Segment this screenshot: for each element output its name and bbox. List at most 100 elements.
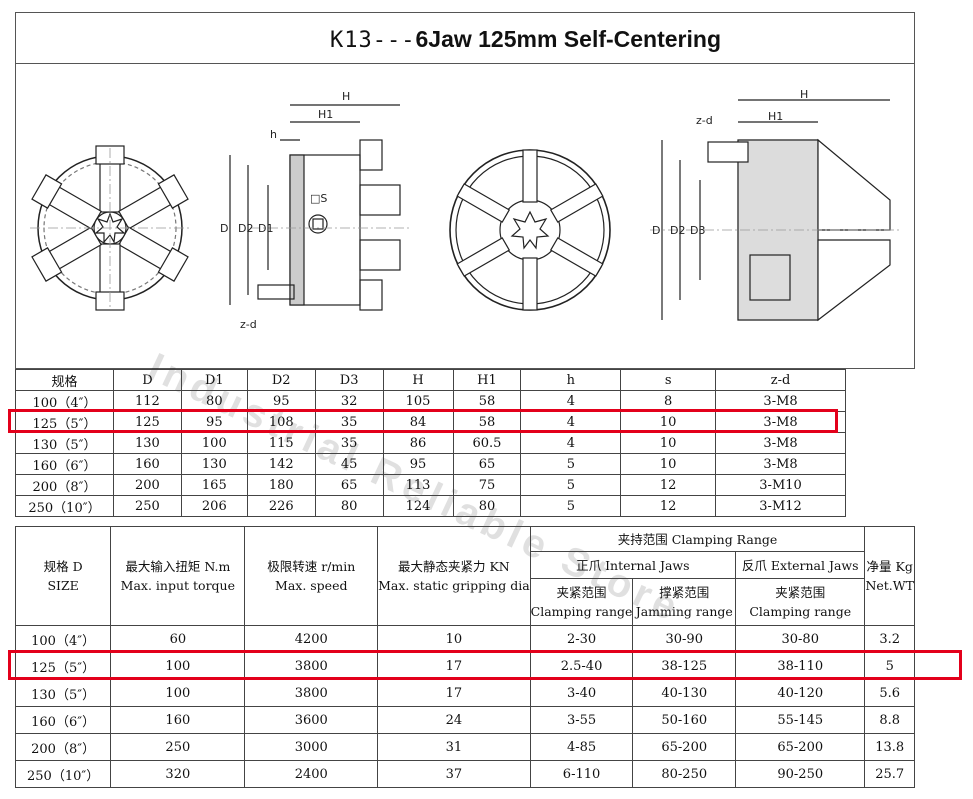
header-H: H [382,369,454,391]
header-clamp-external-en: Clamping range [749,604,852,619]
cell: 31 [377,733,531,761]
page-title: K13---6Jaw 125mm Self-Centering [330,26,721,53]
label-H: H [342,90,350,103]
cell: 13.8 [864,733,915,761]
cell: 3.2 [864,625,915,653]
cell: 5 [520,453,622,475]
cell: 200 [112,474,182,496]
cell: 180 [246,474,316,496]
cell: 3800 [244,679,379,707]
cell: 125（5″） [14,652,112,680]
chuck-front-view-2 [449,149,611,311]
header-size-en: SIZE [47,578,79,593]
chuck-front-view [30,145,190,311]
header-weight-cn: 净量 Kg [866,559,913,574]
cell: 30-80 [735,625,866,653]
model-code: K13--- [330,28,416,53]
cell: 12 [620,495,717,517]
cell: 65 [452,453,522,475]
header-s: s [620,369,717,391]
cell: 5 [520,495,622,517]
header-torque-cn: 最大输入扭矩 N.m [125,559,231,574]
header-speed-en: Max. speed [275,578,348,593]
cell: 25.7 [864,760,915,788]
cell: 160 [110,706,246,734]
cell: 86 [382,432,454,454]
cell: 3-M12 [715,495,846,517]
cell: 38-125 [632,652,737,680]
header-size-cn: 规格 D [43,559,83,574]
cell: 95 [246,390,316,412]
cell: 35 [314,432,384,454]
header-D3: D3 [314,369,384,391]
cell: 2400 [244,760,379,788]
header-D1: D1 [180,369,248,391]
header-clamp-internal-cn: 夹紧范围 [556,585,607,600]
header-D2: D2 [246,369,316,391]
header-grip-en: Max. static gripping dia [378,578,530,593]
header-speed-cn: 极限转速 r/min [267,559,356,574]
cell: 38-110 [735,652,866,680]
cell: 130 [180,453,248,475]
header-h: h [520,369,622,391]
header-weight-en: Net.WT [865,578,914,593]
header-external-jaws: 反爪 External Jaws [735,551,866,579]
cell: 60 [110,625,246,653]
cell: 3600 [244,706,379,734]
cell: 250 [110,733,246,761]
cell: 100（4″） [15,390,114,412]
cell: 80-250 [632,760,737,788]
cell: 32 [314,390,384,412]
cell: 3000 [244,733,379,761]
cell: 65-200 [735,733,866,761]
label-zd: z-d [240,318,257,331]
dimension-header-row: 规格 D D1 D2 D3 H H1 h s z-d [15,369,846,391]
label-D-section: D [652,224,660,237]
label-H1-section: H1 [768,110,783,123]
cell: 17 [377,679,531,707]
cell: 10 [377,625,531,653]
cell: 90-250 [735,760,866,788]
label-zd-section: z-d [696,114,713,127]
header-clamp-internal-en: Clamping range [530,604,633,619]
header-weight: 净量 Kg Net.WT [864,526,915,626]
cell: 65-200 [632,733,737,761]
cell: 200（8″） [14,733,112,761]
cell: 100（4″） [14,625,112,653]
cell: 100 [180,432,248,454]
cell: 124 [382,495,454,517]
cell: 160（6″） [15,453,114,475]
cell: 3-M10 [715,474,846,496]
cell: 3-40 [529,679,634,707]
cell: 3800 [244,652,379,680]
cell: 3-M8 [715,432,846,454]
cell: 10 [620,453,717,475]
cell: 80 [314,495,384,517]
header-jam-cn: 撑紧范围 [659,585,710,600]
title-divider [15,63,915,64]
header-zd: z-d [715,369,846,391]
cell: 40-120 [735,679,866,707]
cell: 60.5 [452,432,522,454]
cell: 100 [110,652,246,680]
cell: 125 [112,411,182,433]
cell: 160（6″） [14,706,112,734]
cell: 65 [314,474,384,496]
technical-drawings: H H1 h D D2 D1 □S z-d H H1 z-d D D [30,88,900,331]
cell: 142 [246,453,316,475]
cell: 115 [246,432,316,454]
cell: 5.6 [864,679,915,707]
header-D: D [112,369,182,391]
